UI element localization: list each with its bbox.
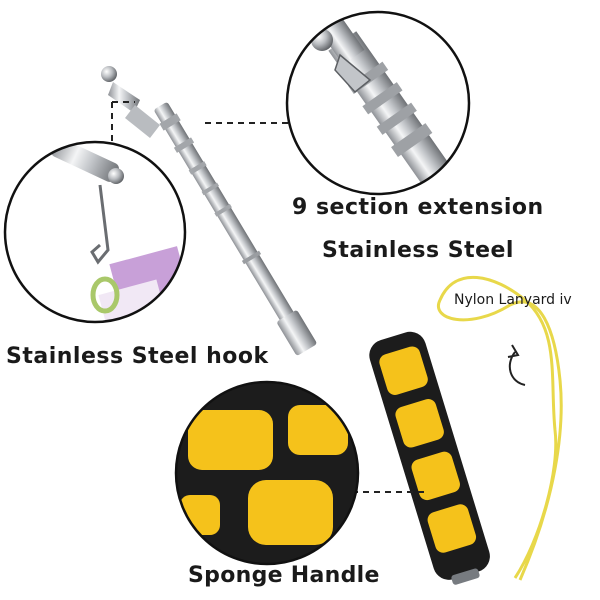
zoom-circle-tip xyxy=(285,10,471,196)
lanyard-label: Nylon Lanyard iv xyxy=(454,292,572,308)
hook-label: Stainless Steel hook xyxy=(6,344,269,369)
handle-label: Sponge Handle xyxy=(188,563,380,588)
material-label: Stainless Steel xyxy=(322,238,514,263)
pole-tip xyxy=(101,66,160,138)
sponge-handle xyxy=(369,331,490,585)
telescopic-pole xyxy=(154,102,317,356)
arrow-icon xyxy=(507,344,526,386)
zoom-circle-hook xyxy=(3,140,187,324)
extension-label: 9 section extension xyxy=(292,195,544,220)
zoom-circle-sponge xyxy=(174,380,360,566)
nylon-lanyard xyxy=(436,275,563,581)
